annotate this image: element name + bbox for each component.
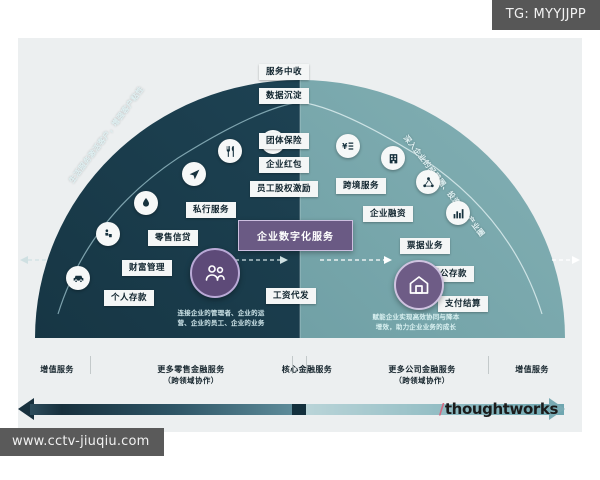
bar-chart-icon <box>446 201 470 225</box>
axis-label-right-outer: 增值服务 <box>515 365 549 374</box>
axis-bar-left <box>30 404 292 415</box>
chip-left-2: 零售信贷 <box>148 230 199 246</box>
logo-wordmark: thoughtworks <box>444 400 558 418</box>
fuel-drop-icon <box>134 191 158 215</box>
right-connector-path <box>299 101 543 315</box>
center-service-box: 企业数字化服务 <box>238 220 353 251</box>
axis-label-right-inner: 更多公司金融服务 （跨领域协作） <box>356 364 488 386</box>
axis-label-right-inner-sub: （跨领域协作） <box>394 375 450 385</box>
chip-left-3: 私行服务 <box>186 202 237 218</box>
axis-label-left-inner: 更多零售金融服务 （跨领域协作） <box>96 364 286 386</box>
car-icon <box>66 266 90 290</box>
navigation-arrow-icon <box>182 162 206 186</box>
chip-right-1: 企业融资 <box>363 206 414 222</box>
axis-label-left-outer: 增值服务 <box>40 365 74 374</box>
axis-arrow-right <box>549 398 565 420</box>
tg-watermark-badge: TG: MYYJJPP <box>491 0 600 30</box>
money-exchange-icon: ¥ <box>336 134 360 158</box>
right-dome <box>300 80 565 338</box>
chip-right-2: 票据业务 <box>400 238 451 254</box>
hub-right-description: 赋能企业实现高效协同与降本增效，助力企业业务的成长 <box>372 313 460 332</box>
axis-section: 增值服务 更多零售金融服务 （跨领域协作） 核心金融服务 更多公司金融服务 （跨… <box>18 356 582 432</box>
site-watermark: www.cctv-jiuqiu.com <box>0 428 164 456</box>
axis-bar-center <box>292 404 306 415</box>
axis-label-left-inner-main: 更多零售金融服务 <box>157 365 225 374</box>
diagram-slide: 生活服务激活客户，增强客户粘性 深入企业的经营圈、投资圈、产业圈 ¥ <box>18 38 582 432</box>
hub-left-description: 连接企业的管理者、企业的运营、企业的员工、企业的业务 <box>177 309 265 328</box>
axis-label-left-inner-sub: （跨领域协作） <box>163 375 219 385</box>
building-icon <box>381 146 405 170</box>
thoughtworks-logo: /thoughtworks <box>438 400 559 418</box>
chip-right-0: 跨境服务 <box>336 178 387 194</box>
chip-top-2: 团体保险 <box>259 133 310 149</box>
chip-left-0: 个人存款 <box>104 290 155 306</box>
chip-top-1: 数据沉淀 <box>259 88 310 104</box>
axis-label-center: 核心金融服务 <box>281 365 333 374</box>
chip-left-1: 财富管理 <box>122 260 173 276</box>
hub-right-home <box>394 260 444 310</box>
network-share-icon <box>416 170 440 194</box>
svg-text:¥: ¥ <box>342 142 348 151</box>
chip-top-4: 员工股权激励 <box>250 181 319 197</box>
chip-payroll: 工资代发 <box>266 288 317 304</box>
shopping-person-icon <box>96 222 120 246</box>
axis-label-right-inner-main: 更多公司金融服务 <box>388 365 456 374</box>
hub-left-people <box>190 248 240 298</box>
axis-bar-right <box>306 404 564 415</box>
dining-icon <box>218 139 242 163</box>
chip-top-3: 企业红包 <box>259 157 310 173</box>
chip-right-4: 支付结算 <box>438 296 489 312</box>
left-connector-path <box>57 101 301 315</box>
logo-slash: / <box>438 400 445 418</box>
chip-top-0: 服务中收 <box>259 64 310 80</box>
